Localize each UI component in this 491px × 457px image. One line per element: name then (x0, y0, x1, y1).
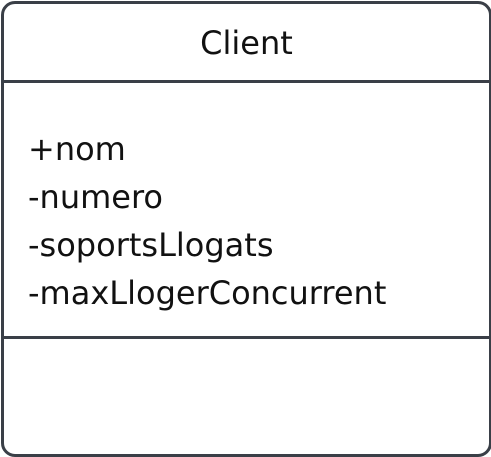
attributes-compartment: +nom -numero -soportsLlogats -maxLlogerC… (4, 83, 489, 339)
attribute-numero[interactable]: -numero (28, 178, 163, 216)
class-name[interactable]: Client (200, 24, 293, 62)
attribute-max-lloger-concurrent[interactable]: -maxLlogerConcurrent (28, 274, 387, 312)
attribute-nom[interactable]: +nom (28, 130, 126, 168)
operations-compartment[interactable] (4, 339, 489, 451)
attribute-soports-llogats[interactable]: -soportsLlogats (28, 226, 274, 264)
class-name-compartment: Client (4, 4, 489, 83)
